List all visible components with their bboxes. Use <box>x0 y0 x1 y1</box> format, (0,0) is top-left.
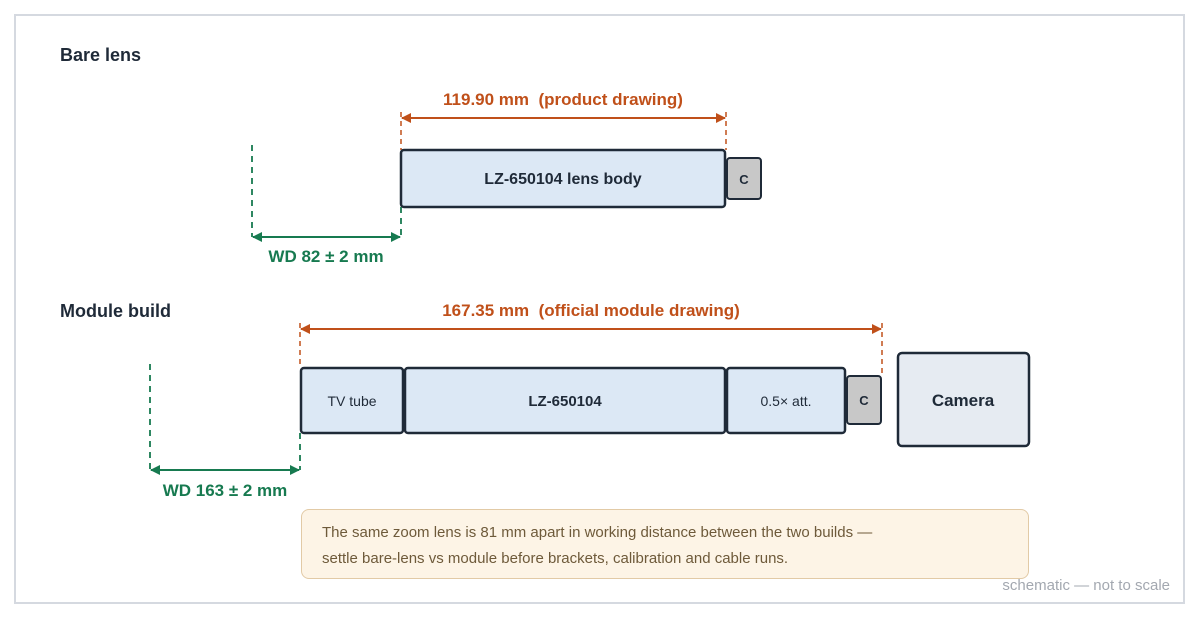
module-attenuator <box>725 366 847 435</box>
module-lens-body <box>403 366 727 435</box>
scale-disclaimer: schematic — not to scale <box>1002 577 1170 594</box>
module-c-mount <box>846 375 882 425</box>
module-length-label: 167.35 mm (official module drawing) <box>442 301 740 320</box>
callout-note: The same zoom lens is 81 mm apart in wor… <box>301 509 1029 579</box>
bare-c-mount-label: C <box>739 172 749 187</box>
module-tv-tube <box>299 366 405 435</box>
module-wd-label: WD 163 ± 2 mm <box>163 481 288 500</box>
diagram-frame <box>14 14 1185 604</box>
bare-lens-body <box>399 148 727 209</box>
module-tv-tube-label: TV tube <box>327 393 376 409</box>
module-camera-label: Camera <box>932 391 995 410</box>
callout-note-line-1: The same zoom lens is 81 mm apart in wor… <box>322 524 873 541</box>
bare-wd-label: WD 82 ± 2 mm <box>268 247 383 266</box>
bare-c-mount <box>726 157 762 200</box>
module-camera <box>896 351 1031 448</box>
module-lens-label: LZ-650104 <box>528 393 602 410</box>
bare-lens-body-label: LZ-650104 lens body <box>484 171 641 188</box>
module-attenuator-label: 0.5× att. <box>761 393 812 409</box>
bare-length-label: 119.90 mm (product drawing) <box>443 90 683 109</box>
callout-note-line-2: settle bare-lens vs module before bracke… <box>322 550 789 567</box>
module-c-mount-label: C <box>859 393 869 408</box>
bare-section-title: Bare lens <box>60 45 141 65</box>
module-section-title: Module build <box>60 301 171 321</box>
